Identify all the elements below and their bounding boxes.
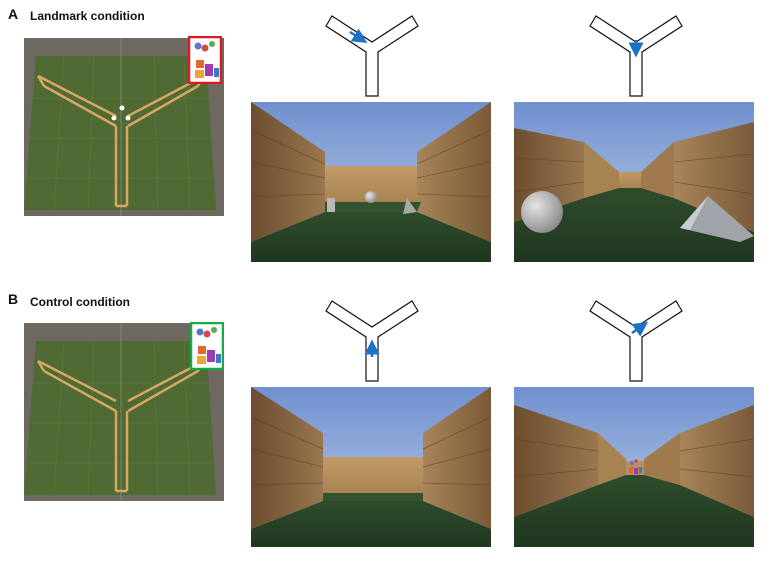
direction-arrow-icon xyxy=(349,28,368,44)
maze-outline-icon-b2 xyxy=(589,300,683,382)
scene-view-b2 xyxy=(514,387,754,547)
sphere-landmark-icon xyxy=(365,191,377,203)
panel-letter-a: A xyxy=(8,6,19,22)
scene-view-a1 xyxy=(251,102,491,262)
maze-outline-icon-a1 xyxy=(325,15,419,97)
panel-title-b: Control condition xyxy=(30,295,130,309)
scene-view-b1 xyxy=(251,387,491,547)
balloons-gift-icon-a xyxy=(188,36,222,84)
direction-arrow-icon xyxy=(631,321,649,337)
balloons-gift-icon-distant xyxy=(629,459,642,474)
arena-top-view-b xyxy=(24,323,224,501)
panel-title-a: Landmark condition xyxy=(30,9,145,23)
panel-letter-b: B xyxy=(8,291,19,307)
sphere-landmark-icon xyxy=(521,191,563,233)
prism-landmark-icon xyxy=(403,198,417,214)
maze-outline-icon-a2 xyxy=(589,15,683,97)
maze-outline-icon-b1 xyxy=(325,300,419,382)
scene-view-a2 xyxy=(514,102,754,262)
balloons-gift-icon-b xyxy=(190,322,224,370)
